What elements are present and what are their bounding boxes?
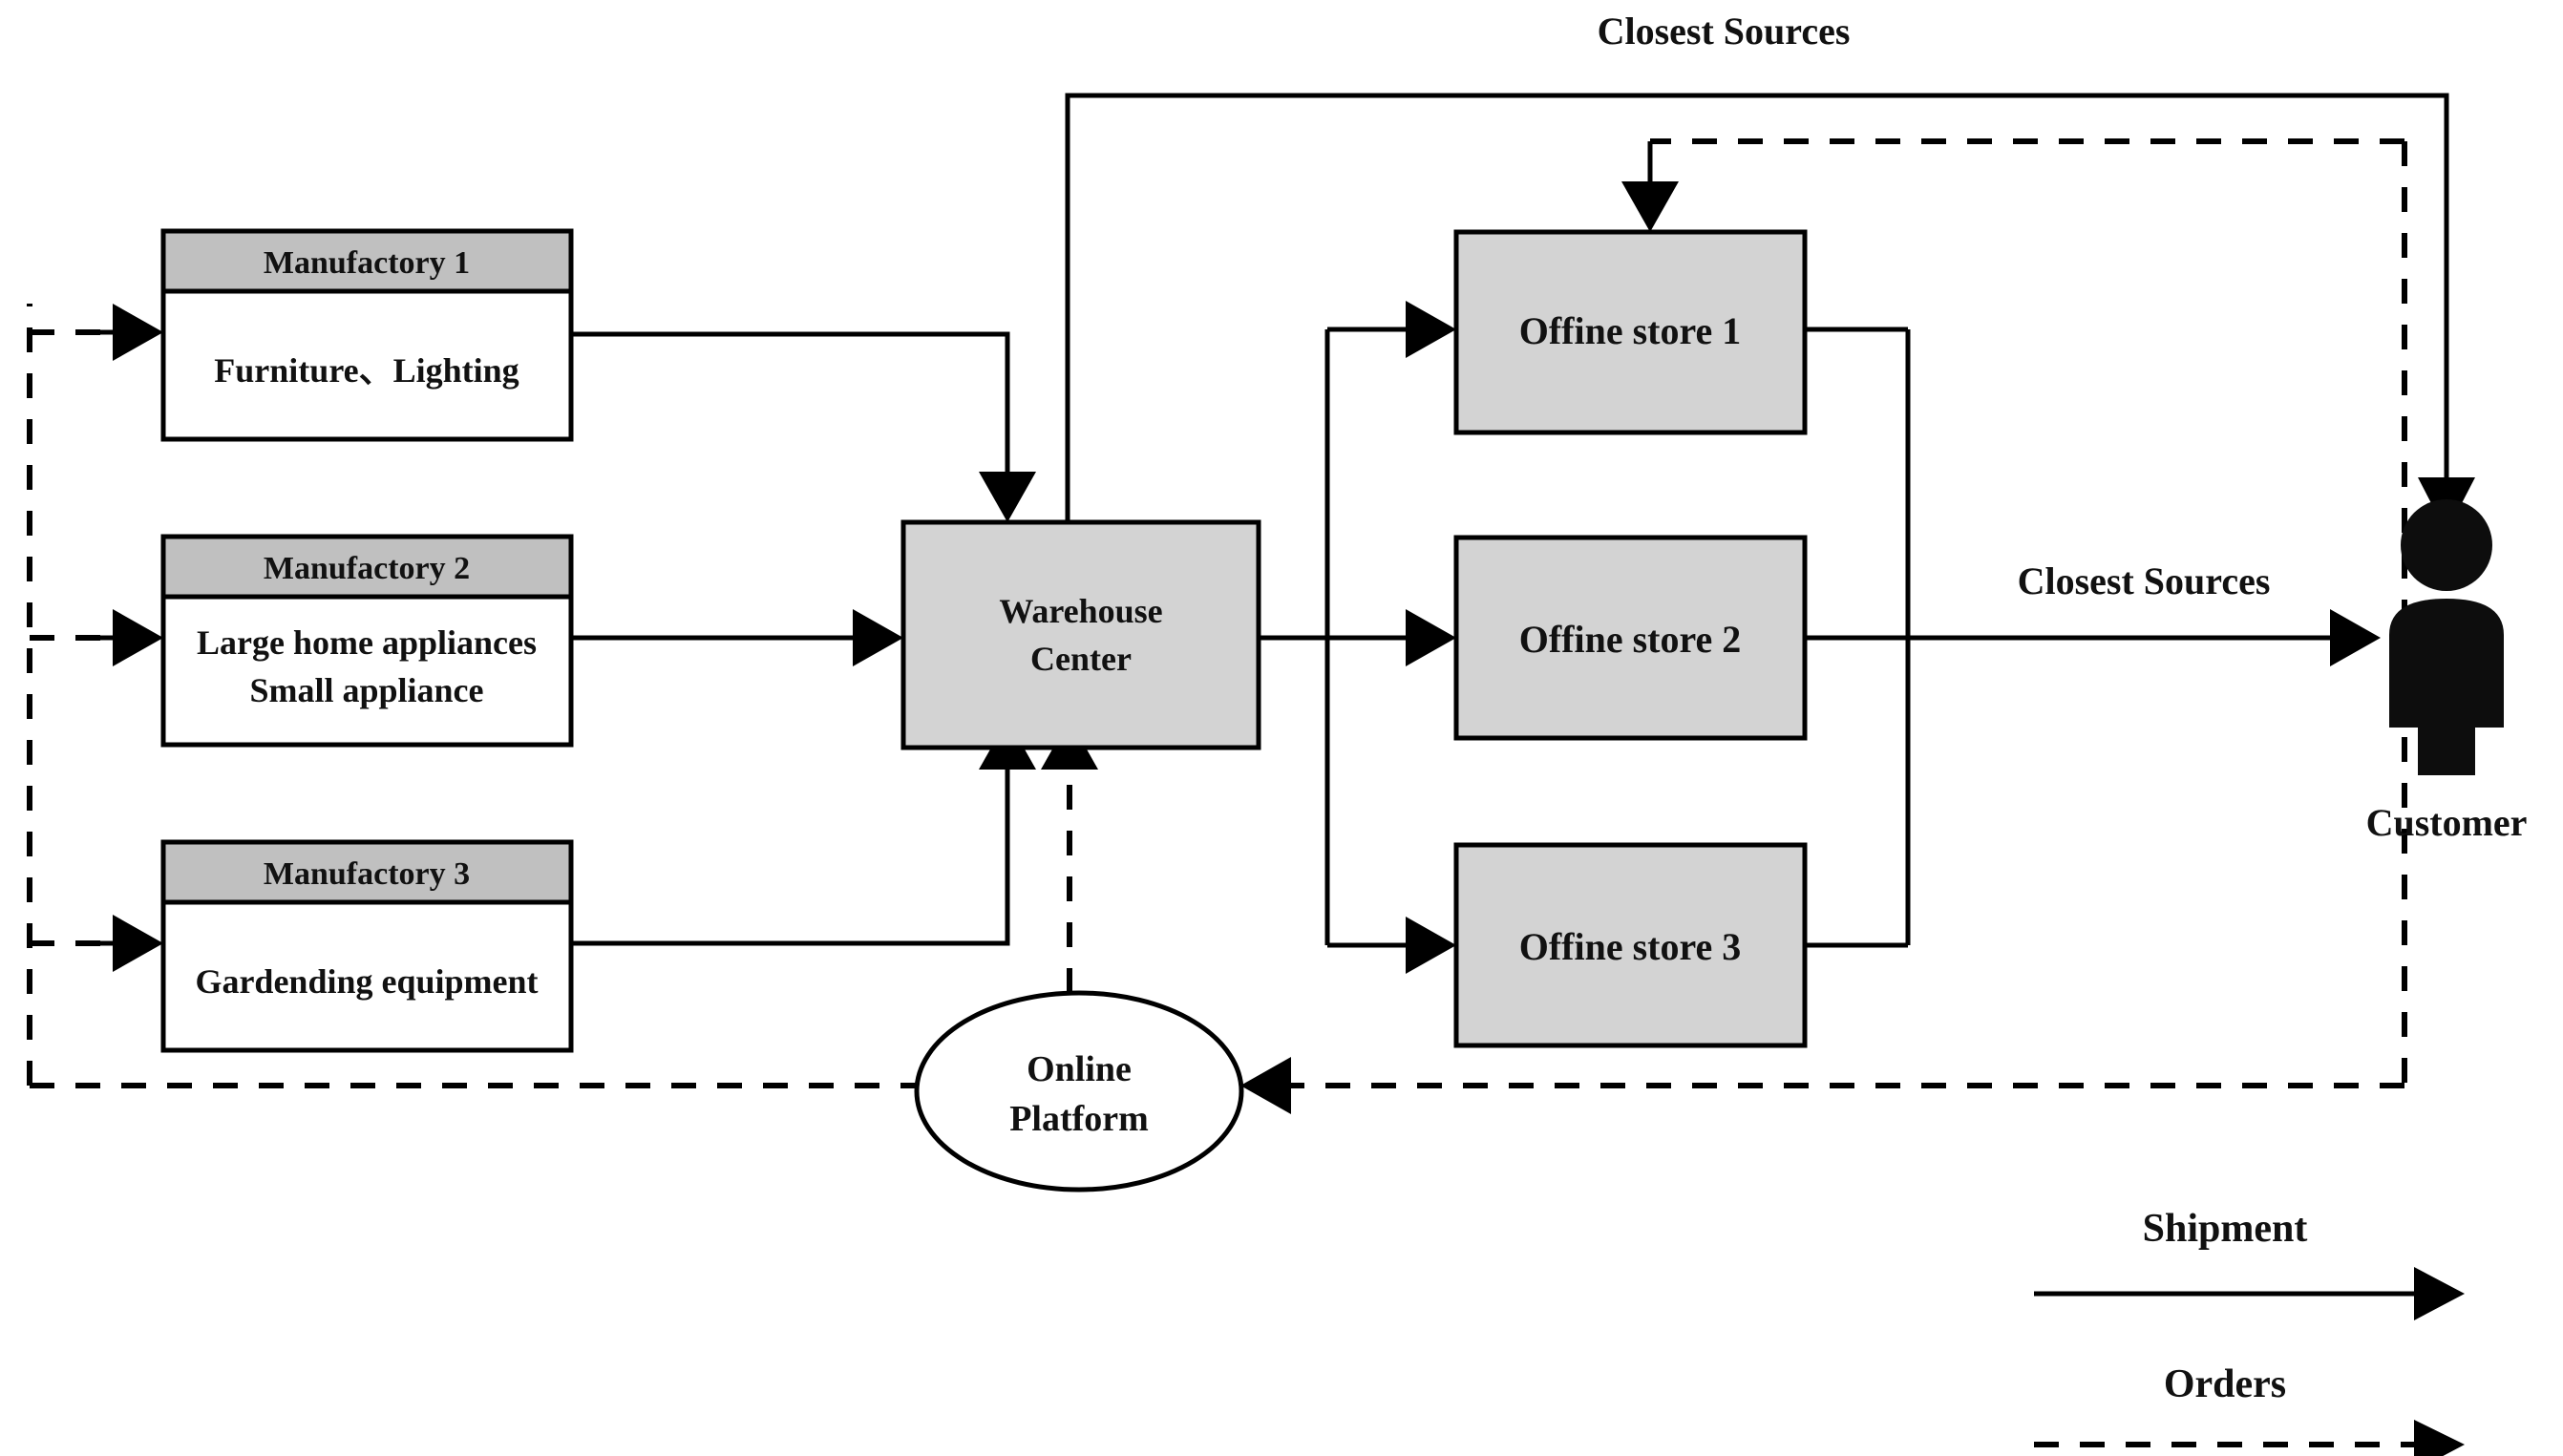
manufactory-3-product-1: Gardending equipment: [195, 962, 538, 1001]
person-icon-head: [2401, 499, 2492, 591]
arrow-to-manufactory-2: [113, 609, 163, 666]
arrow-to-offine-store-1: [1621, 181, 1679, 232]
shipment-m2-to-warehouse: [571, 609, 903, 666]
arrow-to-online-platform: [1240, 1057, 1291, 1114]
node-offine-store-1[interactable]: Offine store 1: [1453, 229, 1808, 435]
shipment-m3-to-warehouse: [571, 719, 1036, 946]
solid-arrow-icon-head: [2414, 1267, 2465, 1320]
node-online-platform[interactable]: Online Platform: [914, 990, 1244, 1192]
arrow-into-customer: [2330, 609, 2381, 666]
arrow-into-offine-store-3: [1406, 917, 1456, 974]
person-icon-body: [2389, 599, 2504, 775]
arrow-into-offine-store-1: [1406, 301, 1456, 358]
node-manufactory-2[interactable]: Manufactory 2 Large home appliances Smal…: [160, 534, 574, 748]
offine-store-1-label: Offine store 1: [1519, 309, 1742, 352]
orders-left-bus: [27, 304, 163, 1086]
legend-item-orders: Orders: [2034, 1362, 2465, 1456]
online-platform-line-2: Platform: [1009, 1099, 1149, 1139]
annotation-closest-sources-top: Closest Sources: [1598, 10, 1851, 53]
shipment-stores-to-customer: [1805, 327, 2381, 948]
offine-store-2-label: Offine store 2: [1519, 618, 1742, 661]
legend: Shipment Orders: [2034, 1207, 2465, 1456]
manufactory-1-title: Manufactory 1: [264, 245, 470, 281]
node-offine-store-2[interactable]: Offine store 2: [1453, 535, 1808, 741]
node-customer[interactable]: Customer: [2366, 499, 2528, 844]
orders-platform-to-warehouse: [1041, 719, 1098, 993]
legend-item-shipment: Shipment: [2034, 1207, 2465, 1320]
arrow-m2-into-warehouse: [853, 609, 903, 666]
arrow-into-offine-store-2: [1406, 609, 1456, 666]
shipment-m1-to-warehouse: [571, 331, 1036, 522]
online-platform-line-1: Online: [1027, 1049, 1132, 1089]
legend-shipment-label: Shipment: [2143, 1207, 2308, 1251]
arrow-to-manufactory-1: [113, 304, 163, 361]
arrow-m1-into-warehouse: [979, 472, 1036, 522]
customer-label: Customer: [2366, 801, 2528, 844]
legend-orders-label: Orders: [2164, 1362, 2286, 1406]
manufactory-2-product-2: Small appliance: [249, 671, 483, 709]
node-warehouse-center[interactable]: Warehouse Center: [900, 519, 1261, 750]
manufactory-1-product-1: Furniture、Lighting: [214, 351, 519, 390]
manufactory-2-title: Manufactory 2: [264, 551, 470, 586]
node-offine-store-3[interactable]: Offine store 3: [1453, 842, 1808, 1048]
warehouse-title-line-1: Warehouse: [999, 592, 1162, 630]
node-manufactory-1[interactable]: Manufactory 1 Furniture、Lighting: [160, 228, 574, 442]
node-manufactory-3[interactable]: Manufactory 3 Gardending equipment: [160, 839, 574, 1053]
arrow-to-manufactory-3: [113, 915, 163, 972]
orders-bottom-return: [30, 1057, 2404, 1114]
manufactory-2-product-1: Large home appliances: [197, 623, 537, 662]
manufactory-3-title: Manufactory 3: [264, 856, 470, 892]
dashed-arrow-icon-head: [2414, 1420, 2465, 1456]
warehouse-title-line-2: Center: [1030, 640, 1132, 678]
annotation-closest-sources-mid: Closest Sources: [2018, 559, 2271, 602]
offine-store-3-label: Offine store 3: [1519, 925, 1742, 968]
shipment-warehouse-to-stores: [1259, 301, 1456, 974]
